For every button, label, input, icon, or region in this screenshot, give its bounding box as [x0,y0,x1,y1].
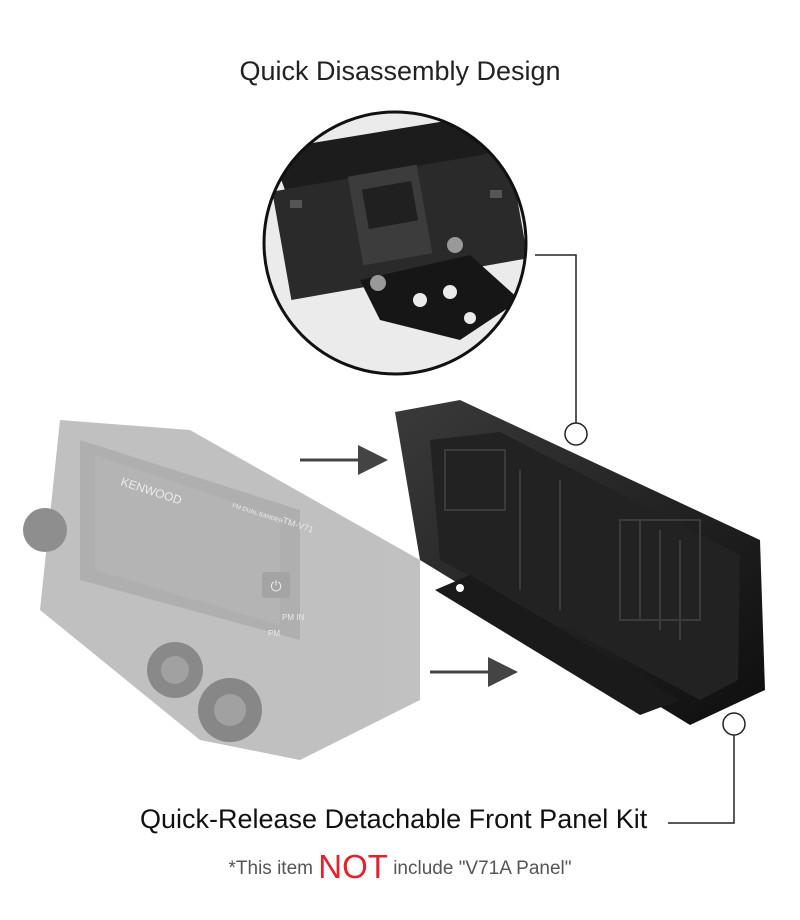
power-icon: ⏻ [270,579,281,595]
note-emphasis: NOT [318,848,388,885]
product-caption: Quick-Release Detachable Front Panel Kit [140,804,648,834]
radio-front-panel: ⏻ KENWOOD FM DUAL BANDER TM-V71 PM IN PM [23,420,420,760]
leader-dot-top [564,422,588,446]
volume-knob-left [23,508,67,552]
radio-button-pm-in: PM IN [282,613,304,622]
exclusion-note: *This item NOT include "V71A Panel" [0,848,800,886]
mounting-bracket [395,400,765,725]
leader-dot-bottom [722,712,746,736]
leader-line-top [535,254,577,423]
page-title: Quick Disassembly Design [239,56,561,86]
note-prefix: *This item [228,858,319,879]
detail-zoom-circle [262,110,528,376]
leader-line-bottom [668,735,735,824]
radio-button-pm: PM [268,629,280,638]
note-suffix: include "V71A Panel" [387,858,572,879]
